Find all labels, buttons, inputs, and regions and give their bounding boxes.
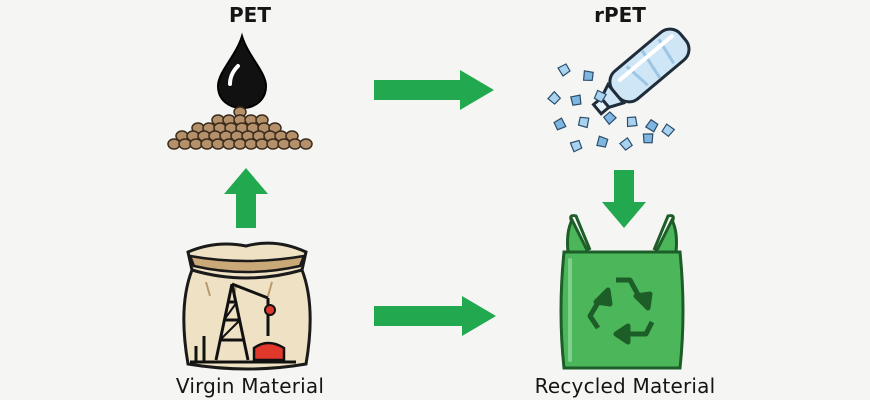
pellet [167,138,181,150]
plastic-flake [582,70,594,82]
rpet-label: rPET [594,3,646,27]
plastic-flake [569,139,583,153]
plastic-flake [644,118,659,133]
plastic-flake [619,136,633,151]
sack-icon [182,241,312,371]
pet-label: PET [229,3,271,27]
oil-drop-icon [216,32,268,110]
pellet [211,138,225,150]
recycle-icon [587,277,655,345]
pellet [222,138,236,150]
plastic-flake [626,116,638,128]
plastic-flake [577,116,590,129]
pellet [266,138,280,150]
plastic-flake [553,117,567,131]
pellet [255,138,269,150]
pellet [299,138,313,150]
oil-rig-icon [190,282,296,364]
pellet [200,138,214,150]
pellet [233,138,247,150]
down-arrow-icon [602,170,646,228]
virgin-material-label: Virgin Material [175,374,325,398]
pellet [178,138,192,150]
pellet [288,138,302,150]
plastic-flake [570,94,582,106]
plastic-flake [596,135,609,148]
shopping-bag-icon [559,214,685,370]
pellet [277,138,291,150]
crushed-bottle-icon [547,27,691,153]
pellet [189,138,203,150]
plastic-flake [593,89,608,103]
pellets-icon [167,106,313,150]
plastic-flake [661,123,676,138]
plastic-flake [602,111,617,126]
right-arrow-bottom-icon [374,296,496,336]
right-arrow-top-icon [374,70,494,110]
pellet [244,138,258,150]
up-arrow-icon [224,168,268,228]
plastic-flake [557,63,571,77]
plastic-flake [547,90,562,105]
recycled-material-label: Recycled Material [534,374,716,398]
plastic-flake [642,133,654,144]
